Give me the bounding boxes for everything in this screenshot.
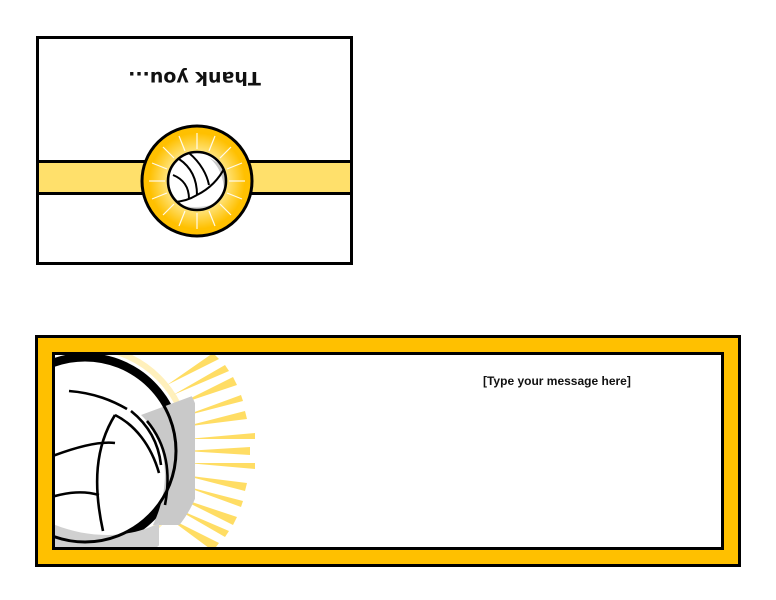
message-panel: [Type your message here] (52, 352, 724, 550)
thank-you-heading: Thank you... (128, 67, 261, 89)
bookmark-banner: [Type your message here] (35, 335, 741, 567)
card-front: Thank you... (36, 36, 353, 265)
volleyball-icon (140, 124, 254, 238)
volleyball-icon (55, 355, 255, 547)
message-placeholder[interactable]: [Type your message here] (483, 374, 631, 388)
